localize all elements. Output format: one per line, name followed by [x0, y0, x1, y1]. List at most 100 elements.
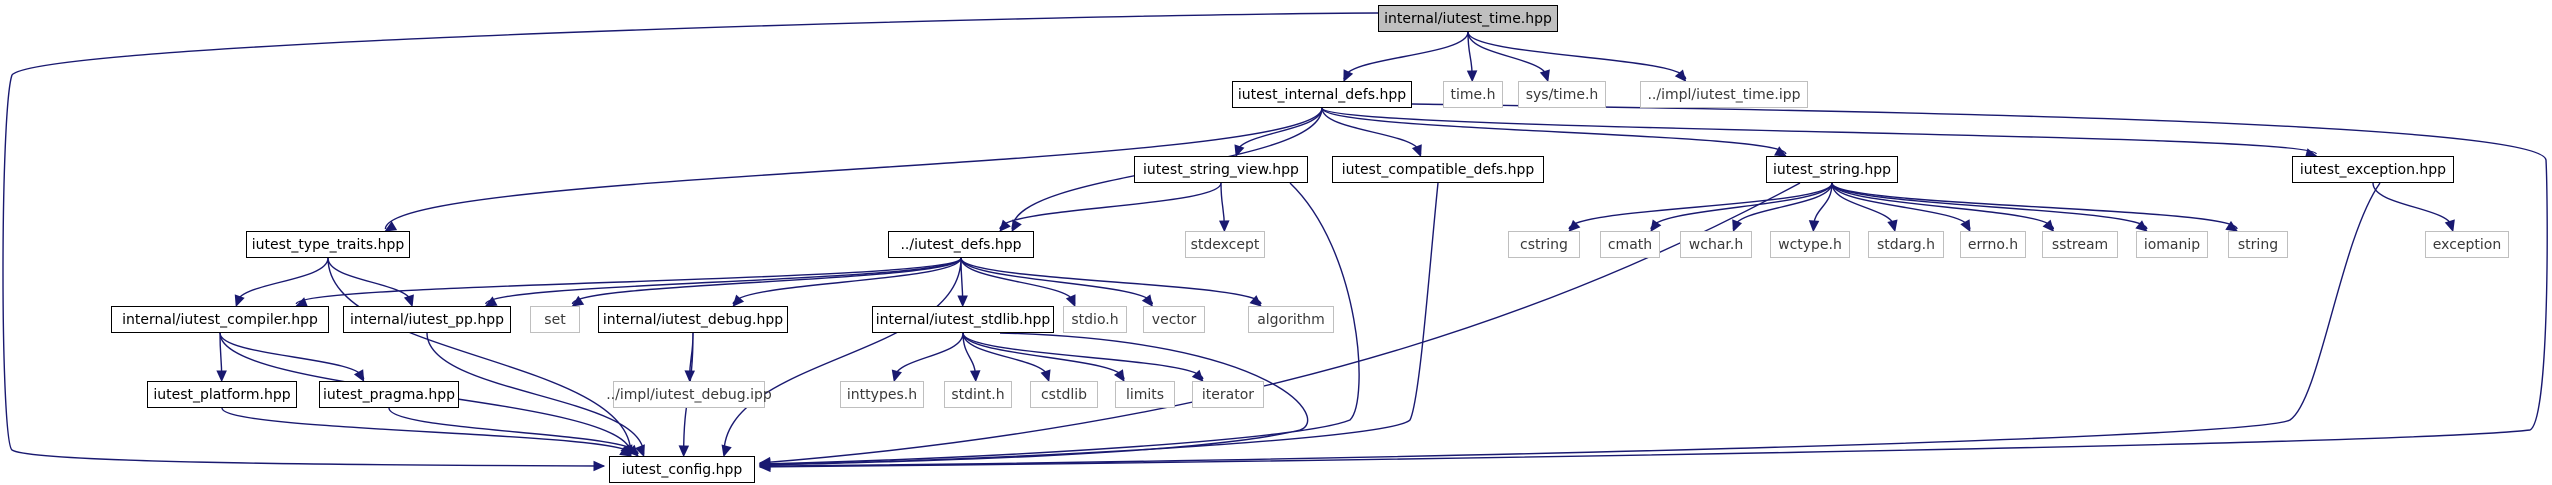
node-type-traits[interactable]: iutest_type_traits.hpp — [246, 231, 410, 258]
node-errno-h: errno.h — [1960, 231, 2026, 258]
edge-arrowhead — [1887, 219, 1898, 233]
edge-defs-to-set — [571, 257, 962, 305]
node-wctype-h: wctype.h — [1770, 231, 1850, 258]
node-iomanip: iomanip — [2136, 231, 2208, 258]
node-stdint-h: stdint.h — [944, 381, 1012, 408]
edge-arrowhead — [384, 221, 398, 232]
edge-arrowhead — [1218, 220, 1230, 233]
edge-string-hpp-to-cmath — [1650, 182, 1833, 230]
node-impl-time: ../impl/iutest_time.ipp — [1640, 81, 1808, 108]
edge-arrowhead — [353, 369, 365, 383]
node-stdarg-h: stdarg.h — [1868, 231, 1944, 258]
edge-arrowhead — [1191, 369, 1204, 382]
edge-stdlib-hpp-to-iterator — [962, 332, 1204, 380]
edge-internal-defs-to-string-view — [1235, 107, 1323, 155]
edge-defs-to-stdio-h — [960, 257, 1076, 305]
node-cmath: cmath — [1600, 231, 1660, 258]
edge-arrowhead — [1141, 294, 1154, 307]
edge-string-view-to-config — [759, 182, 1360, 465]
node-pragma[interactable]: iutest_pragma.hpp — [319, 381, 459, 408]
edge-string-hpp-to-errno-h — [1831, 182, 1971, 230]
edge-arrowhead — [626, 444, 639, 457]
node-defs[interactable]: ../iutest_defs.hpp — [888, 231, 1034, 258]
edge-string-hpp-to-cstring — [1568, 182, 1833, 230]
edge-compatible-defs-to-config — [759, 182, 1439, 466]
node-sstream: sstream — [2042, 231, 2118, 258]
edge-root-to-config — [2, 12, 1379, 467]
edge-stdlib-hpp-to-inttypes-h — [893, 332, 964, 380]
edge-root-to-impl-time — [1467, 31, 1687, 80]
node-exception-hpp[interactable]: iutest_exception.hpp — [2292, 156, 2454, 183]
edge-arrowhead — [571, 295, 585, 307]
node-pp[interactable]: internal/iutest_pp.hpp — [343, 306, 511, 333]
edge-arrowhead — [1249, 295, 1262, 307]
node-stdexcept: stdexcept — [1185, 231, 1265, 258]
edge-arrowhead — [635, 444, 645, 458]
edge-internal-defs-to-config — [759, 103, 2548, 468]
edge-arrowhead — [732, 294, 745, 307]
edge-arrowhead — [1568, 219, 1581, 232]
edge-root-to-internal-defs — [1343, 31, 1469, 80]
edge-arrowhead — [1466, 70, 1478, 83]
edge-string-hpp-to-sstream — [1831, 182, 2055, 230]
node-compiler[interactable]: internal/iutest_compiler.hpp — [111, 306, 329, 333]
edge-stdlib-hpp-to-config — [759, 332, 1309, 466]
edge-arrowhead — [1539, 69, 1550, 83]
node-config[interactable]: iutest_config.hpp — [609, 456, 755, 483]
node-string-hpp[interactable]: iutest_string.hpp — [1766, 156, 1898, 183]
edge-arrowhead — [1774, 146, 1787, 157]
edge-arrowhead — [1960, 219, 1971, 233]
edge-string-hpp-to-iomanip — [1831, 182, 2148, 230]
node-iterator: iterator — [1192, 381, 1264, 408]
edge-arrowhead — [2042, 219, 2055, 232]
edge-arrowhead — [1040, 369, 1051, 383]
edge-arrowhead — [684, 370, 696, 383]
edge-arrowhead — [1113, 369, 1125, 383]
edge-compiler-to-pragma — [219, 332, 365, 380]
edge-arrowhead — [484, 296, 498, 307]
edge-arrowhead — [1011, 219, 1022, 233]
node-limits: limits — [1115, 381, 1175, 408]
edge-platform-to-config — [221, 407, 632, 455]
node-vector: vector — [1143, 306, 1205, 333]
edge-arrowhead — [403, 294, 414, 308]
edge-arrowhead — [678, 445, 690, 458]
node-stdlib-hpp[interactable]: internal/iutest_stdlib.hpp — [872, 306, 1054, 333]
node-cstdlib: cstdlib — [1030, 381, 1098, 408]
node-platform[interactable]: iutest_platform.hpp — [147, 381, 297, 408]
node-cstring: cstring — [1508, 231, 1580, 258]
edge-arrowhead — [1343, 69, 1354, 83]
edge-arrowhead — [1808, 220, 1820, 233]
edge-arrowhead — [2225, 220, 2239, 232]
node-algorithm: algorithm — [1248, 306, 1334, 333]
edge-arrowhead — [2444, 219, 2455, 233]
node-time-h: time.h — [1443, 81, 1503, 108]
edge-arrowhead — [957, 295, 968, 308]
edge-internal-defs-to-string-hpp — [1321, 107, 1787, 155]
node-debug[interactable]: internal/iutest_debug.hpp — [598, 306, 788, 333]
edge-arrowhead — [1732, 219, 1743, 233]
node-root[interactable]: internal/iutest_time.hpp — [1378, 5, 1558, 32]
node-string-std: string — [2228, 231, 2288, 258]
edge-root-to-sys-time — [1467, 31, 1549, 80]
edge-defs-to-algorithm — [960, 257, 1262, 305]
node-string-view[interactable]: iutest_string_view.hpp — [1134, 156, 1308, 183]
edge-arrowhead — [891, 369, 902, 383]
edge-internal-defs-to-type-traits — [384, 107, 1323, 230]
edge-arrowhead — [999, 219, 1011, 232]
node-inttypes-h: inttypes.h — [840, 381, 924, 408]
edge-arrowhead — [1674, 69, 1687, 82]
edge-arrowhead — [969, 370, 981, 383]
edge-arrowhead — [593, 460, 606, 472]
edge-internal-defs-to-exception-hpp — [1321, 107, 2317, 155]
edge-arrowhead — [1411, 144, 1422, 158]
edge-defs-to-compiler — [295, 257, 962, 305]
edge-type-traits-to-compiler — [235, 257, 329, 305]
edge-defs-to-pp — [485, 257, 962, 305]
node-wchar-h: wchar.h — [1680, 231, 1752, 258]
node-compatible-defs[interactable]: iutest_compatible_defs.hpp — [1332, 156, 1544, 183]
edge-defs-to-debug — [732, 257, 962, 305]
node-internal-defs[interactable]: iutest_internal_defs.hpp — [1232, 81, 1412, 108]
edge-pragma-to-config — [388, 407, 639, 455]
